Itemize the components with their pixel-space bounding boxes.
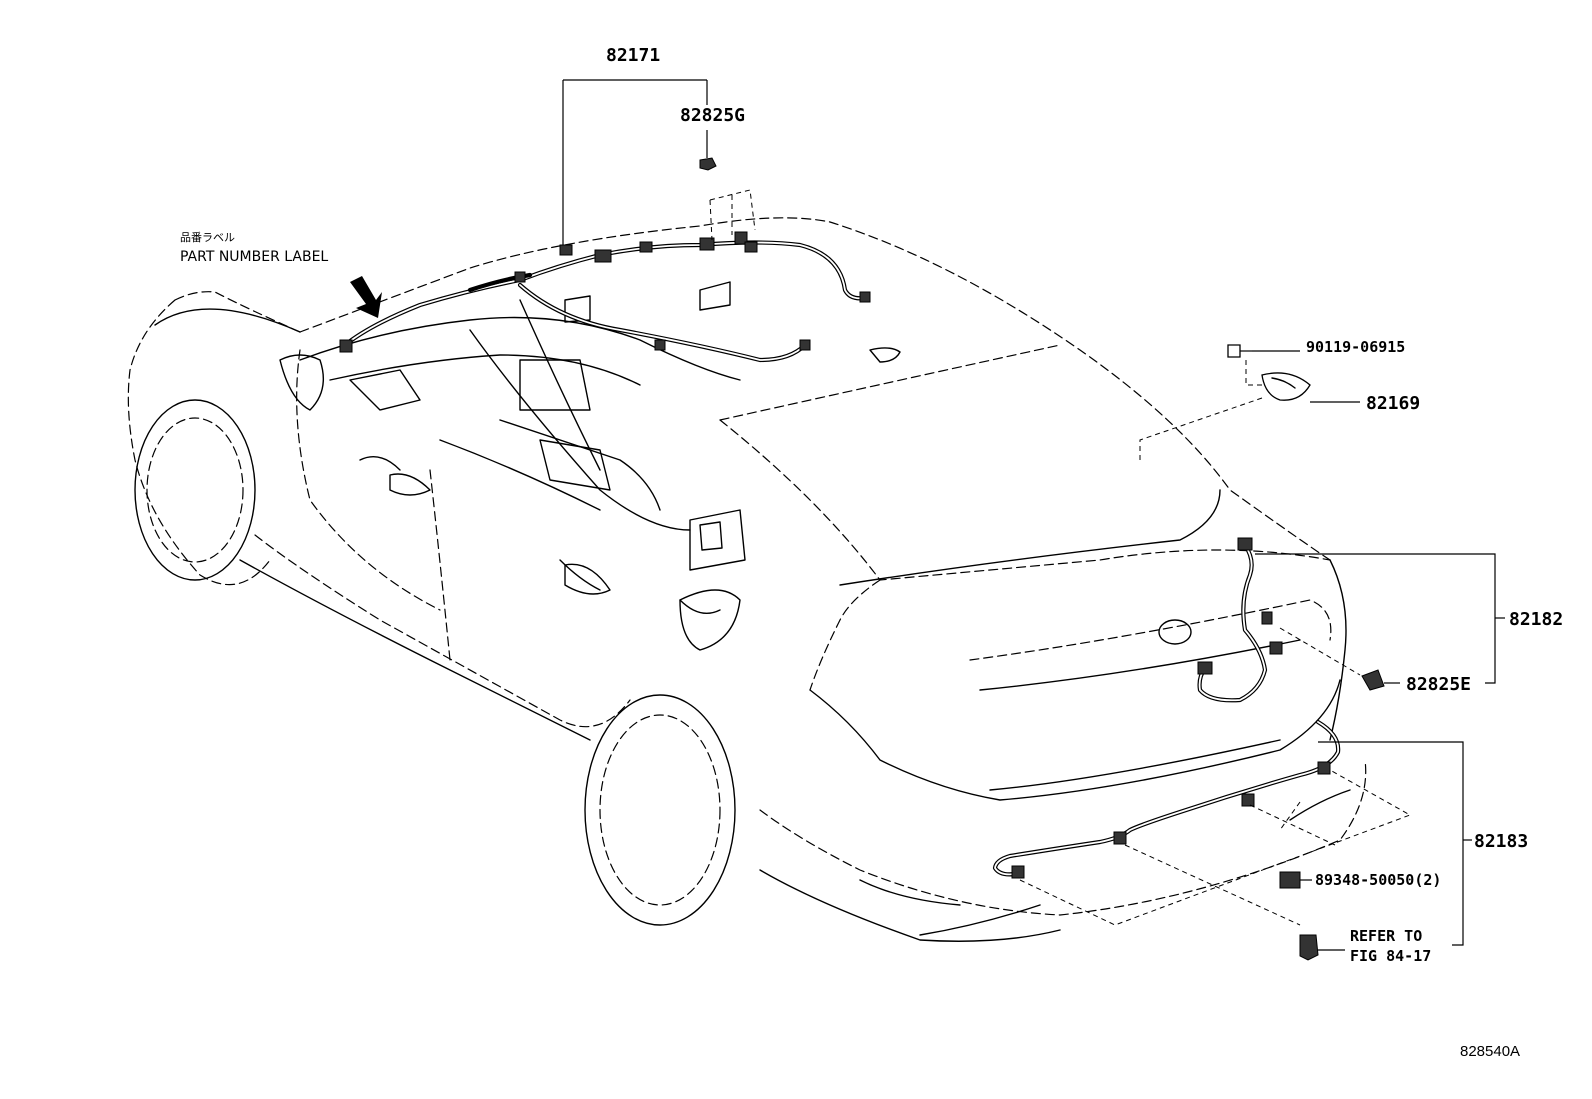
figure-id: 828540A bbox=[1460, 1043, 1520, 1060]
bumper-wire-harness bbox=[992, 719, 1412, 926]
part-number-label-text: PART NUMBER LABEL bbox=[180, 249, 328, 265]
car-body bbox=[127, 217, 1367, 942]
label-90119: 90119-06915 bbox=[1306, 338, 1405, 356]
label-82169: 82169 bbox=[1366, 393, 1420, 414]
arrow-icon bbox=[350, 276, 382, 318]
callout-82825E: 82825E bbox=[1384, 674, 1471, 695]
callout-82825G: 82825G bbox=[680, 105, 756, 241]
label-82182: 82182 bbox=[1509, 609, 1563, 630]
callout-90119: 90119-06915 bbox=[1227, 338, 1405, 386]
label-89348: 89348-50050(2) bbox=[1315, 871, 1441, 889]
part-number-label-callout: 品番ラベル PART NUMBER LABEL bbox=[180, 231, 382, 318]
interior bbox=[279, 281, 746, 571]
label-82183: 82183 bbox=[1474, 831, 1528, 852]
label-82825G: 82825G bbox=[680, 105, 745, 126]
trunk-wire-harness bbox=[1197, 537, 1385, 703]
callout-82183: 82183 bbox=[1318, 741, 1528, 946]
clip-82825E-icon bbox=[1361, 669, 1385, 691]
callout-89348: 89348-50050(2) bbox=[1279, 871, 1441, 889]
label-82825E: 82825E bbox=[1406, 674, 1471, 695]
sensor-icon bbox=[1299, 934, 1319, 961]
lamp-82169-icon bbox=[1261, 372, 1311, 401]
callout-82169: 82169 bbox=[1139, 372, 1420, 460]
clamp-89348-icon bbox=[1279, 871, 1301, 889]
callout-82182: 82182 bbox=[1255, 553, 1563, 684]
callout-82171: 82171 bbox=[562, 45, 708, 245]
refer-to-line1: REFER TO bbox=[1350, 927, 1422, 945]
screw-icon bbox=[1227, 344, 1241, 358]
roof-wire-harness bbox=[339, 231, 901, 363]
callout-refer-fig: REFER TO FIG 84-17 bbox=[1299, 927, 1431, 965]
part-number-label-jp: 品番ラベル bbox=[180, 231, 235, 244]
clip-82825G-icon bbox=[699, 157, 717, 171]
label-82171: 82171 bbox=[606, 45, 660, 66]
refer-to-line2: FIG 84-17 bbox=[1350, 947, 1431, 965]
